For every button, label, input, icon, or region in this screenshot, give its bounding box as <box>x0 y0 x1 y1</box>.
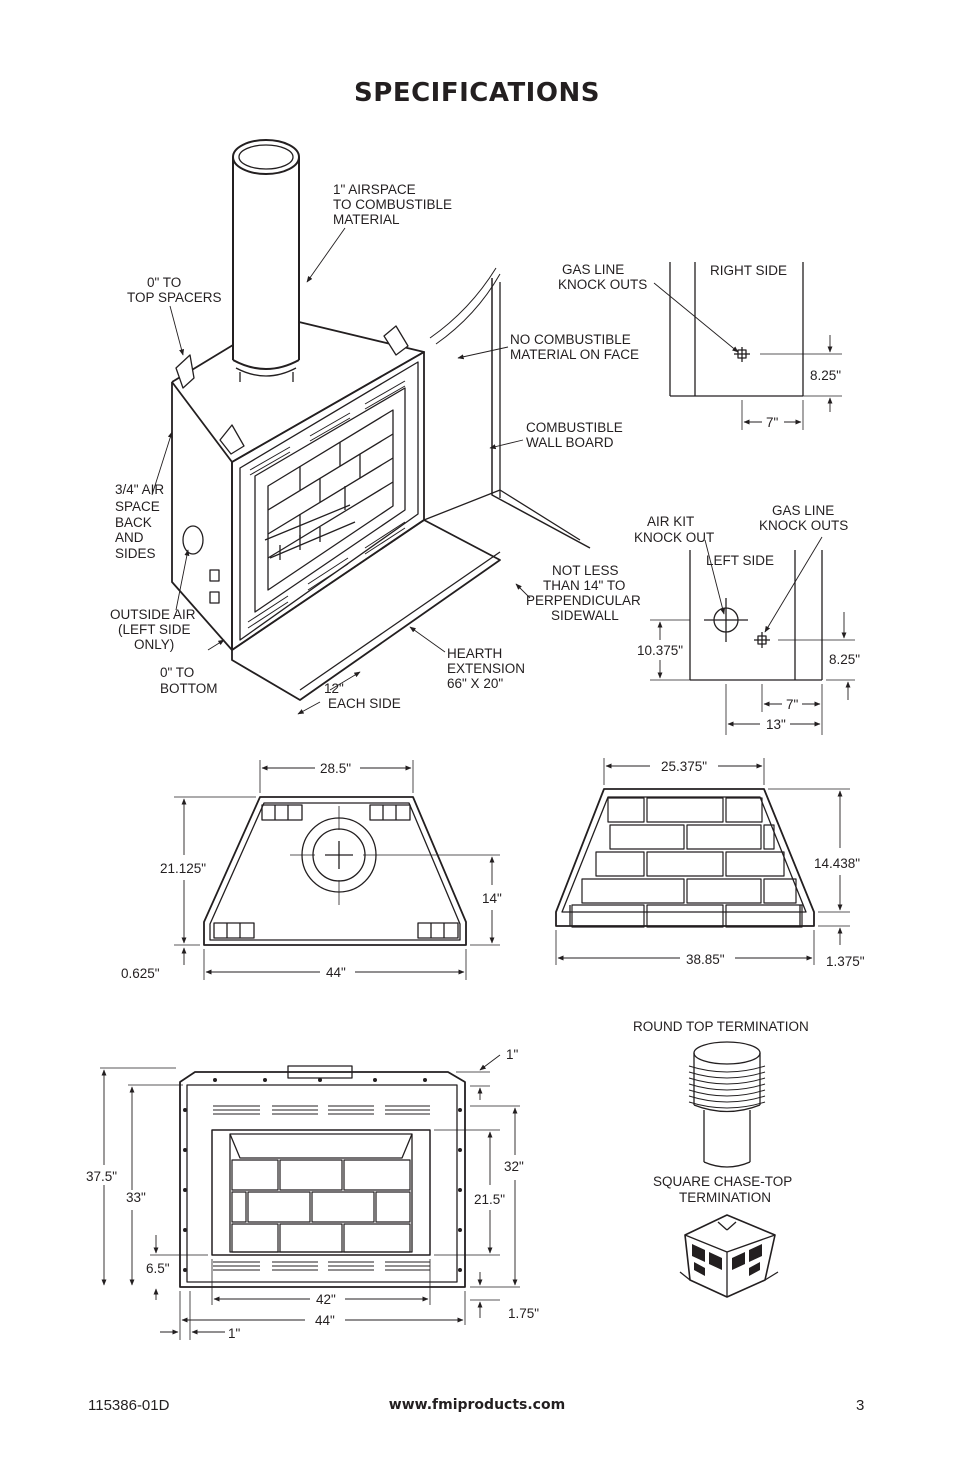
air-space-back-label-4: AND <box>115 530 144 545</box>
fv-dim-base: 1.75" <box>508 1306 539 1321</box>
tv-dim-flue-depth: 14" <box>482 891 502 906</box>
hearth-label-3: 66" X 20" <box>447 676 503 691</box>
doc-number: 115386-01D <box>88 1397 170 1414</box>
not-less-label-3: PERPENDICULAR <box>526 593 641 608</box>
airspace-label-1: 1" AIRSPACE <box>333 182 416 197</box>
outside-air-label-2: (LEFT SIDE <box>118 622 191 637</box>
air-space-back-label-3: BACK <box>115 515 152 530</box>
square-chase-top-termination <box>679 1214 779 1298</box>
fv-dim-right-height: 32" <box>504 1159 524 1174</box>
fv-dim-opening-base: 6.5" <box>146 1261 170 1276</box>
ls-dim-airkit-height: 10.375" <box>637 643 683 658</box>
round-top-termination <box>688 1041 766 1168</box>
air-space-back-label-1: 3/4" AIR <box>115 482 164 497</box>
top-spacers-label-1: 0" TO <box>147 275 181 290</box>
firebox-view <box>555 758 850 965</box>
not-less-label-4: SIDEWALL <box>551 608 619 623</box>
wall-board-label-2: WALL BOARD <box>526 435 614 450</box>
fv-dim-opening-height: 21.5" <box>474 1192 505 1207</box>
tv-dim-back-width: 44" <box>326 965 346 980</box>
top-spacers-label-2: TOP SPACERS <box>127 290 222 305</box>
ls-gas-line-label-1: GAS LINE <box>772 503 834 518</box>
ls-gas-line-label-2: KNOCK OUTS <box>759 518 848 533</box>
hearth-label-1: HEARTH <box>447 646 502 661</box>
rs-gas-line-label-2: KNOCK OUTS <box>558 277 647 292</box>
air-space-back-label-2: SPACE <box>115 499 160 514</box>
ls-dim-gas-height: 8.25" <box>829 652 860 667</box>
fv-dim-opening-width: 42" <box>316 1292 336 1307</box>
outside-air-label-3: ONLY) <box>134 637 174 652</box>
fv-dim-inner-height: 33" <box>126 1190 146 1205</box>
fv-dim-collar: 1" <box>506 1047 519 1062</box>
rs-dim-height: 8.25" <box>810 368 841 383</box>
isometric-fireplace <box>171 139 591 701</box>
round-top-termination-label: ROUND TOP TERMINATION <box>633 1019 809 1034</box>
bottom-label-2: BOTTOM <box>160 681 218 696</box>
air-space-back-label-5: SIDES <box>115 546 156 561</box>
bottom-label-1: 0" TO <box>160 665 194 680</box>
ls-air-kit-label-1: AIR KIT <box>647 514 694 529</box>
fb-dim-front-width: 38.85" <box>686 952 725 967</box>
fv-dim-side: 1" <box>228 1326 241 1341</box>
outside-air-label-1: OUTSIDE AIR <box>110 607 196 622</box>
wall-board-label-1: COMBUSTIBLE <box>526 420 623 435</box>
airspace-label-2: TO COMBUSTIBLE <box>333 197 452 212</box>
fb-dim-base: 1.375" <box>826 954 865 969</box>
each-side-label-1: 12" <box>324 681 344 696</box>
fv-dim-outer-width: 44" <box>315 1313 335 1328</box>
tv-dim-depth: 21.125" <box>160 861 206 876</box>
top-view <box>174 760 500 980</box>
left-side-detail <box>650 550 855 735</box>
right-side-label: RIGHT SIDE <box>710 263 787 278</box>
fb-dim-height: 14.438" <box>814 856 860 871</box>
airspace-label-3: MATERIAL <box>333 212 400 227</box>
square-termination-label-1: SQUARE CHASE-TOP <box>653 1174 792 1189</box>
square-termination-label-2: TERMINATION <box>679 1190 771 1205</box>
ls-air-kit-label-2: KNOCK OUT <box>634 530 714 545</box>
page-number: 3 <box>856 1397 865 1414</box>
website-link[interactable]: www.fmiproducts.com <box>388 1397 566 1413</box>
right-side-detail <box>669 262 842 430</box>
page-title: SPECIFICATIONS <box>354 78 600 108</box>
tv-dim-front-width: 28.5" <box>320 761 351 776</box>
fb-dim-back-width: 25.375" <box>661 759 707 774</box>
tv-dim-offset: 0.625" <box>121 966 160 981</box>
left-side-label: LEFT SIDE <box>706 553 774 568</box>
no-combustible-label-2: MATERIAL ON FACE <box>510 347 639 362</box>
hearth-label-2: EXTENSION <box>447 661 525 676</box>
no-combustible-label-1: NO COMBUSTIBLE <box>510 332 631 347</box>
ls-dim-gas-width: 7" <box>786 697 799 712</box>
not-less-label-2: THAN 14" TO <box>543 578 625 593</box>
ls-dim-airkit-width: 13" <box>766 717 786 732</box>
front-view <box>100 1065 520 1340</box>
rs-gas-line-label-1: GAS LINE <box>562 262 624 277</box>
each-side-label-2: EACH SIDE <box>328 696 401 711</box>
rs-dim-width: 7" <box>766 415 779 430</box>
fv-dim-outer-height: 37.5" <box>86 1169 117 1184</box>
not-less-label-1: NOT LESS <box>552 563 619 578</box>
